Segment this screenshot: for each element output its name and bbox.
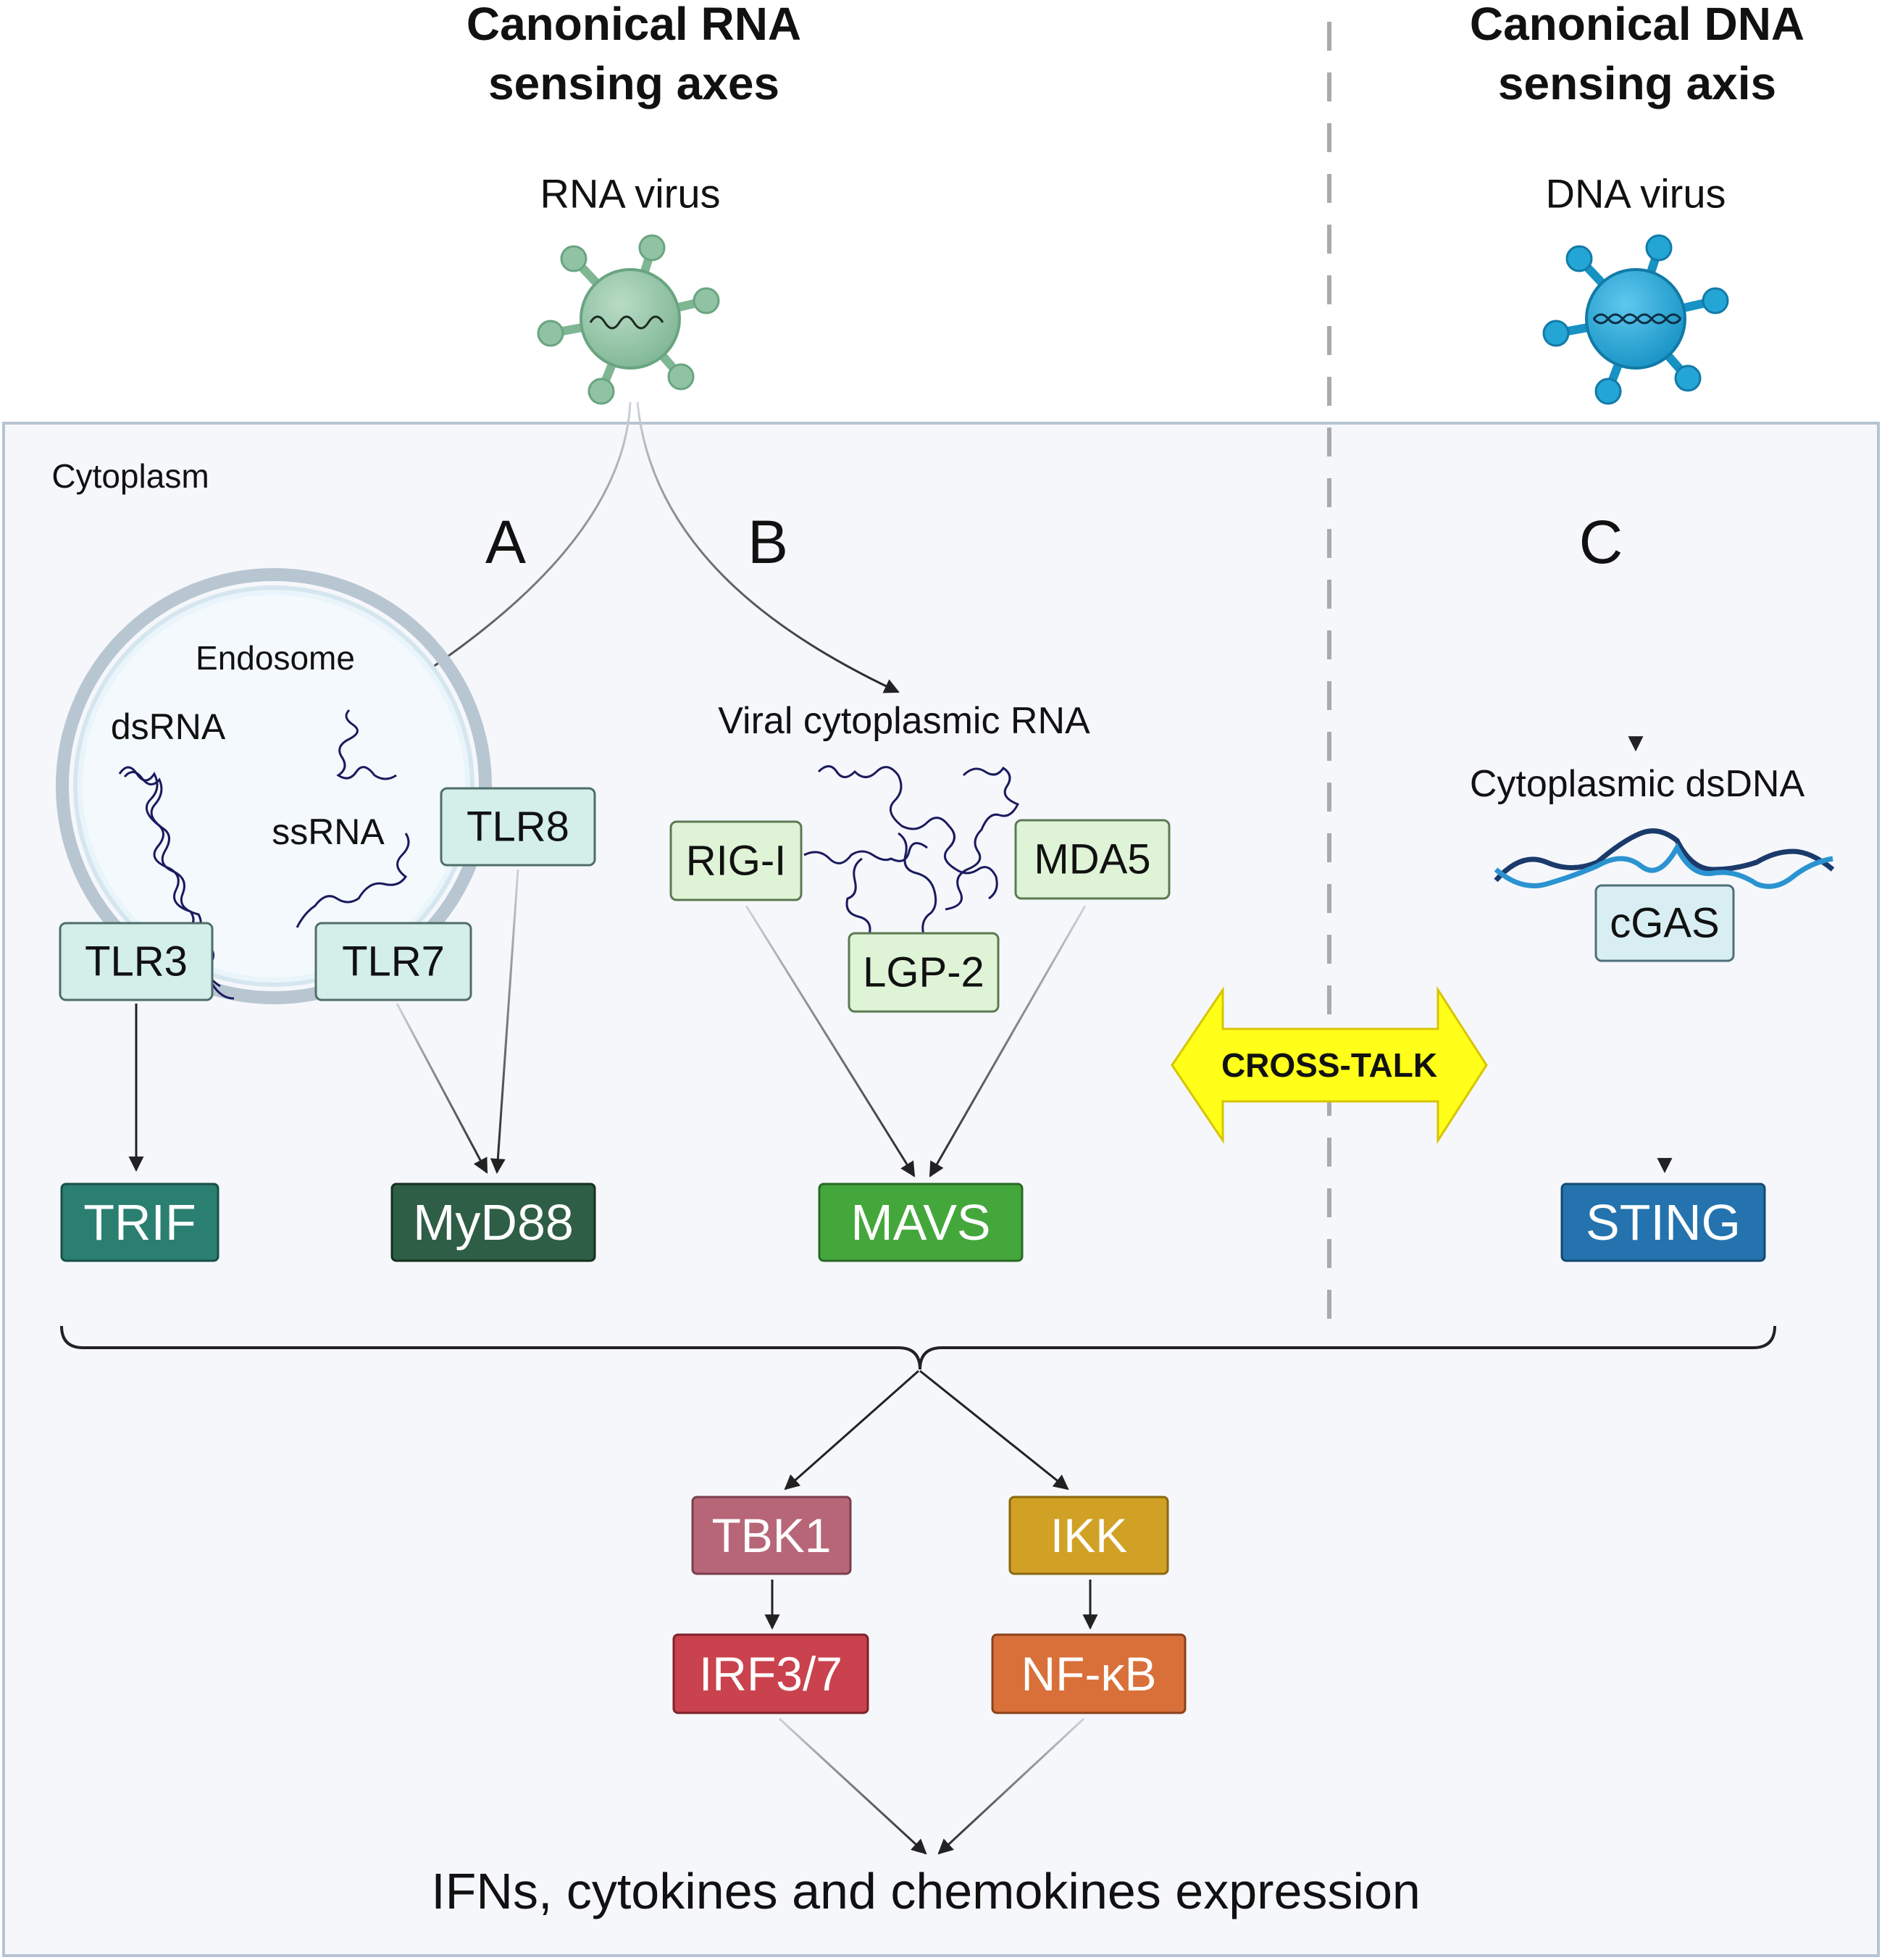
tlr7-box: TLR7 xyxy=(314,922,472,1001)
cgas-label: cGAS xyxy=(1610,900,1720,947)
mda5-box: MDA5 xyxy=(1014,819,1171,900)
ikk-box: IKK xyxy=(1008,1496,1169,1575)
trif-label: TRIF xyxy=(83,1194,196,1251)
viral-rna-strands xyxy=(803,765,1020,950)
myd88-box: MyD88 xyxy=(390,1183,596,1262)
irf-label: IRF3/7 xyxy=(699,1647,842,1701)
irf-to-output-arrow xyxy=(778,1717,927,1855)
axis-a-label: A xyxy=(485,508,526,576)
myd88-label: MyD88 xyxy=(413,1194,574,1251)
convergence-brace xyxy=(60,1325,1776,1370)
mavs-box: MAVS xyxy=(818,1183,1024,1262)
lgp2-box: LGP-2 xyxy=(848,932,1000,1013)
mavs-label: MAVS xyxy=(850,1194,990,1251)
dna-virus-icon xyxy=(1542,234,1729,405)
cgas-box: cGAS xyxy=(1594,884,1735,962)
crosstalk-arrow: CROSS-TALK xyxy=(1171,985,1488,1145)
crosstalk-label: CROSS-TALK xyxy=(1221,1046,1437,1084)
tlr7-label: TLR7 xyxy=(342,938,445,985)
brace-to-ikk-arrow xyxy=(919,1369,1069,1490)
axis-c-label: C xyxy=(1579,508,1623,576)
irf-box: IRF3/7 xyxy=(672,1633,869,1714)
rna-axes-title-line2: sensing axes xyxy=(488,57,779,109)
rna-virus-to-cytoplasm-arrow xyxy=(636,401,900,693)
rig-i-box: RIG-I xyxy=(669,820,803,901)
tlr8-to-myd88-arrow xyxy=(490,869,519,1175)
tbk1-box: TBK1 xyxy=(691,1496,852,1575)
tlr3-label: TLR3 xyxy=(85,938,188,985)
trif-box: TRIF xyxy=(60,1183,219,1262)
rna-axes-title-line1: Canonical RNA xyxy=(467,0,801,50)
ikk-label: IKK xyxy=(1050,1509,1127,1562)
tlr3-box: TLR3 xyxy=(59,922,214,1001)
ssrna-label: ssRNA xyxy=(272,812,385,852)
rig-i-to-mavs-arrow xyxy=(745,905,916,1177)
brace-to-tbk1-arrow xyxy=(784,1369,919,1490)
dsdna-helix xyxy=(1494,828,1835,889)
tlr8-label: TLR8 xyxy=(467,804,569,851)
tbk1-label: TBK1 xyxy=(711,1509,831,1562)
rna-virus-label: RNA virus xyxy=(540,171,721,217)
mda5-label: MDA5 xyxy=(1034,836,1150,883)
cytoplasm-label: Cytoplasm xyxy=(51,457,209,495)
viral-cytoplasmic-rna-label: Viral cytoplasmic RNA xyxy=(718,700,1090,742)
mda5-to-mavs-arrow xyxy=(929,905,1087,1177)
axis-b-label: B xyxy=(748,508,788,576)
dsrna-label: dsRNA xyxy=(111,706,226,747)
sting-box: STING xyxy=(1560,1183,1766,1262)
endosome-label: Endosome xyxy=(196,639,355,677)
dna-virus-label: DNA virus xyxy=(1546,171,1726,217)
nfkb-box: NF-κB xyxy=(991,1633,1187,1714)
dna-axis-title-line1: Canonical DNA xyxy=(1470,0,1804,50)
output-label: IFNs, cytokines and chemokines expressio… xyxy=(431,1863,1421,1919)
nfkb-label: NF-κB xyxy=(1021,1647,1157,1701)
lgp2-label: LGP-2 xyxy=(863,949,984,996)
ssrna-strand xyxy=(296,709,410,928)
tlr8-box: TLR8 xyxy=(440,787,596,867)
nfkb-to-output-arrow xyxy=(937,1717,1085,1855)
sting-label: STING xyxy=(1586,1194,1741,1251)
cytoplasmic-dsdna-label: Cytoplasmic dsDNA xyxy=(1470,763,1805,805)
dna-axis-title-line2: sensing axis xyxy=(1498,57,1776,109)
rig-i-label: RIG-I xyxy=(686,838,787,885)
tlr7-to-myd88-arrow xyxy=(396,1003,488,1174)
rna-virus-icon xyxy=(537,234,720,405)
